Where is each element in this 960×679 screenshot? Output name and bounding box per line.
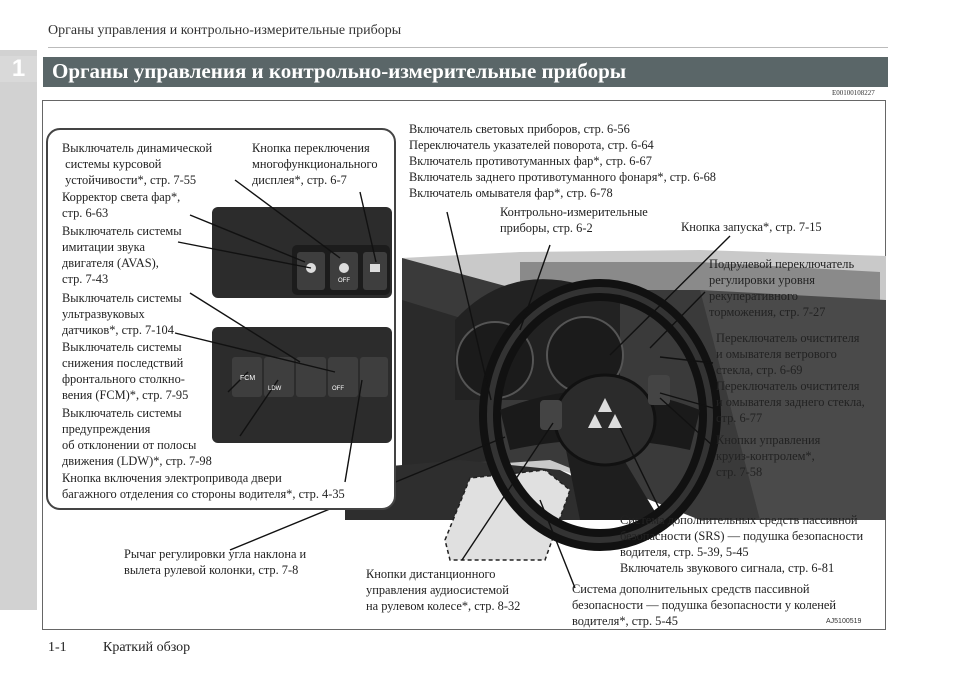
header-divider [48,47,888,48]
running-header: Органы управления и контрольно-измерител… [48,23,402,38]
image-code: AJ5100519 [826,618,862,625]
title-bar [43,57,888,87]
label-multi-display: Кнопка переключения многофункционального… [252,141,378,187]
label-paddle: Подрулевой переключатель регулировки уро… [709,257,855,319]
chapter-number: 1 [0,56,37,82]
label-instruments: Контрольно-измерительные приборы, стр. 6… [500,205,648,235]
label-tilt: Рычаг регулировки угла наклона и вылета … [124,547,307,577]
off-switch-text: OFF [329,380,341,386]
chapter-sidebar [0,50,37,610]
label-tailgate: Кнопка включения электропривода двери ба… [62,471,345,501]
label-dynamic-stability: Выключатель динамической системы курсово… [62,141,213,187]
label-wipers: Переключатель очистителя и омывателя вет… [716,331,865,425]
footer-section: Краткий обзор [103,640,191,655]
label-headlight-leveling: Корректор света фар*, стр. 6-63 [62,190,181,220]
label-knee-airbag: Система дополнительных средств пассивной… [572,582,837,628]
document-code: E00100108227 [832,89,875,97]
label-start-button: Кнопка запуска*, стр. 7-15 [681,220,822,234]
label-fcm: Выключатель системы снижения последствий… [62,340,189,402]
label-ultrasonic: Выключатель системы ультразвуковых датчи… [62,291,182,337]
label-lights: Включатель световых приборов, стр. 6-56 … [409,122,716,200]
page-title: Органы управления и контрольно-измерител… [52,59,627,83]
fcm-switch-text: FCM [231,373,244,379]
page-number: 1-1 [48,640,67,655]
label-srs: Система дополнительных средств пассивной… [620,513,864,575]
label-ldw: Выключатель системы предупреждения об от… [62,406,212,468]
ldw-switch-text: LDW [269,380,283,386]
label-audio: Кнопки дистанционного управления аудиоси… [366,567,521,613]
label-cruise: Кнопки управления круиз-контролем*, стр.… [716,433,821,479]
label-avas: Выключатель системы имитации звука двига… [62,224,182,286]
